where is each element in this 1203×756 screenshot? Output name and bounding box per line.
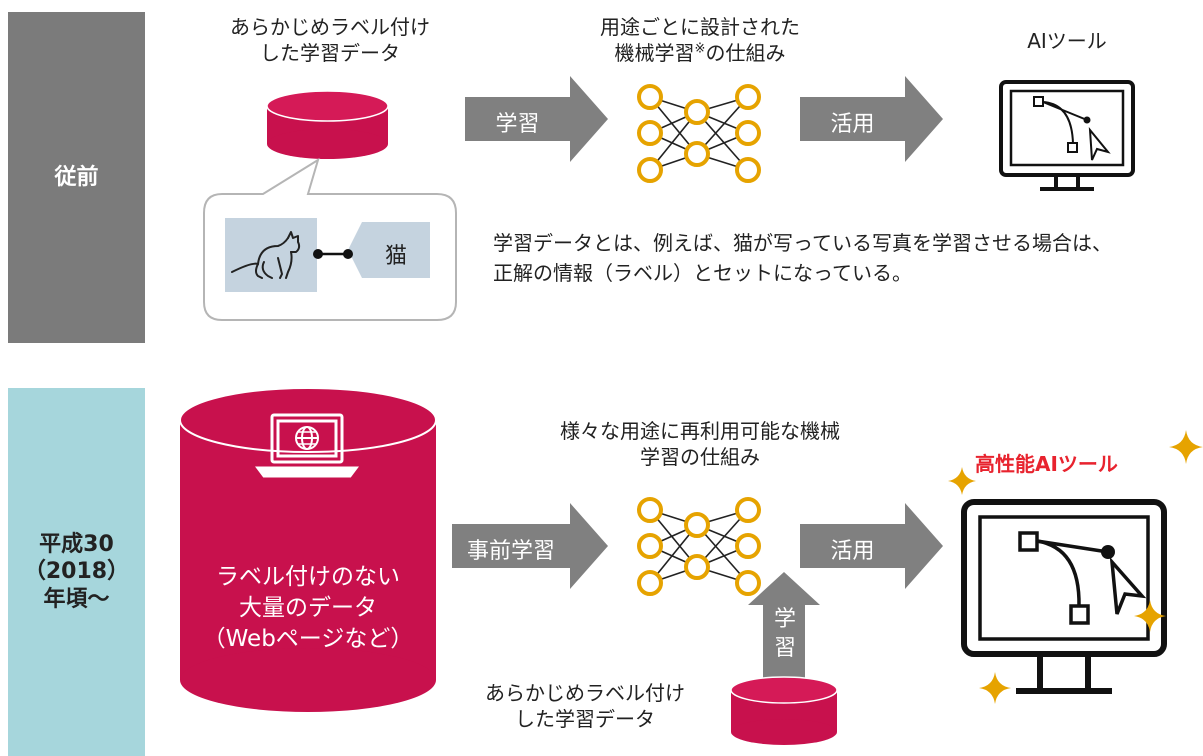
vertical-char-1: 学: [773, 607, 796, 632]
arrow-use: [800, 76, 943, 162]
cat-icon: [231, 231, 301, 279]
reusable-ml-caption: 様々な用途に再利用可能な機械 学習の仕組み: [520, 418, 880, 470]
sidebar-2018-line-1: 平成30: [39, 531, 114, 557]
labeled-data-caption-line-2: した学習データ: [260, 41, 400, 65]
big-database-icon: [179, 387, 437, 712]
labeled-data-caption: あらかじめラベル付け した学習データ: [215, 14, 445, 66]
labeled-data-caption-line-1: あらかじめラベル付け: [230, 15, 430, 39]
ml-caption-line-2: 機械学習※の仕組み: [555, 40, 845, 66]
neural-network-icon: [637, 84, 761, 183]
labeled-data-caption-new-line-1: あらかじめラベル付け: [485, 681, 685, 705]
speech-bubble: [203, 157, 457, 321]
laptop-globe-icon: [255, 413, 359, 478]
sidebar-previous-label: 従前: [54, 164, 99, 190]
arrow-use-new-label: 活用: [830, 539, 875, 564]
arrow-pretrain-label: 事前学習: [466, 539, 555, 564]
description-text: 学習データとは、例えば、猫が写っている写真を学習させる場合は、 正解の情報（ラベ…: [493, 228, 1112, 288]
sidebar-previous: 従前: [8, 12, 145, 343]
sidebar-2018-label: 平成30 （2018） 年頃～: [24, 531, 129, 614]
ml-caption-footnote-mark: ※: [694, 41, 706, 57]
arrow-learn-vertical: [748, 572, 820, 690]
big-data-label: ラベル付けのない 大量のデータ （Webページなど）: [180, 562, 436, 655]
arrow-learn-vertical-label: 学 習: [767, 606, 803, 663]
monitor-icon: [999, 80, 1135, 191]
reusable-ml-caption-line-1: 様々な用途に再利用可能な機械: [560, 419, 840, 443]
sparkle-icon: [948, 430, 1203, 704]
description-line-2: 正解の情報（ラベル）とセットになっている。: [493, 261, 912, 285]
description-line-1: 学習データとは、例えば、猫が写っている写真を学習させる場合は、: [493, 231, 1112, 255]
cat-tag-label: 猫: [384, 244, 407, 269]
arrow-learn-label: 学習: [495, 112, 540, 137]
big-data-line-1: ラベル付けのない: [216, 564, 400, 590]
monitor-icon-large: [961, 499, 1167, 694]
vertical-char-2: 習: [773, 635, 796, 661]
big-data-line-2: 大量のデータ: [239, 595, 377, 622]
arrow-use-label: 活用: [830, 112, 875, 137]
sidebar-2018-line-2: （2018）: [23, 559, 130, 585]
reusable-ml-caption-line-2: 学習の仕組み: [640, 445, 760, 469]
ml-caption-line-1: 用途ごとに設計された: [600, 15, 800, 39]
sidebar-2018-line-3: 年頃～: [43, 586, 110, 612]
database-icon: [266, 90, 389, 159]
labeled-data-caption-new-line-2: した学習データ: [515, 707, 655, 731]
ml-caption-text-b: の仕組み: [705, 41, 786, 65]
big-data-line-3: （Webページなど）: [202, 626, 414, 653]
arrow-learn: [465, 76, 608, 162]
ml-caption: 用途ごとに設計された 機械学習※の仕組み: [555, 14, 845, 66]
sidebar-2018: 平成30 （2018） 年頃～: [8, 388, 145, 756]
labeled-data-caption-new: あらかじめラベル付け した学習データ: [470, 680, 700, 732]
high-performance-ai-label: 高性能AIツール: [975, 452, 1118, 476]
arrow-pretrain: [452, 503, 608, 589]
neural-network-icon-new: [637, 497, 761, 596]
small-database-icon: [730, 676, 838, 745]
ai-tool-caption: AIツール: [1027, 29, 1107, 53]
ml-caption-text-a: 機械学習: [614, 41, 695, 65]
arrow-use-new: [800, 503, 943, 589]
